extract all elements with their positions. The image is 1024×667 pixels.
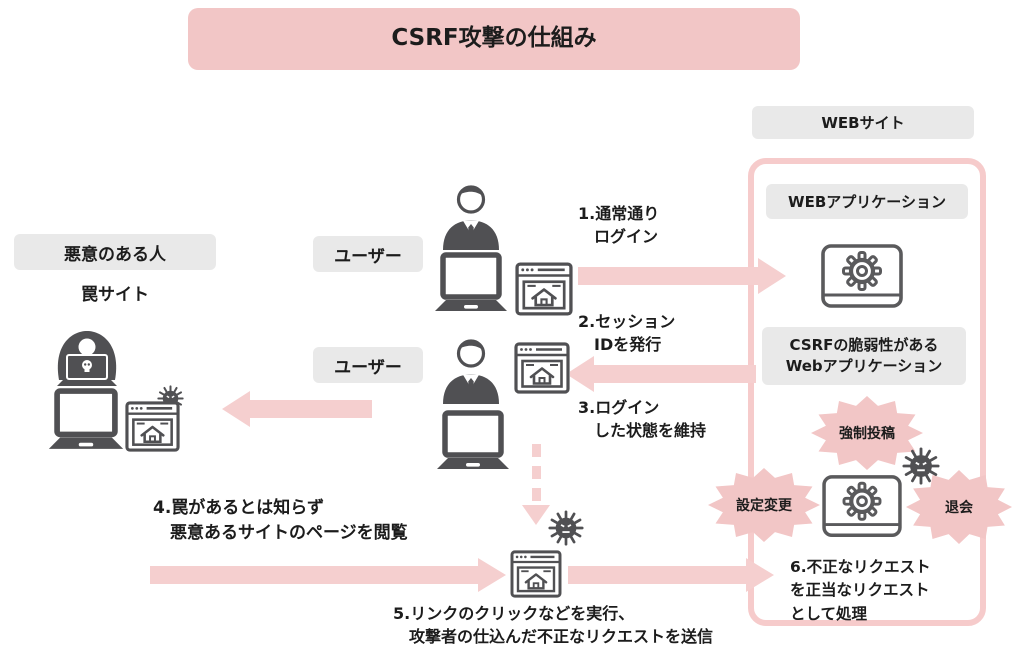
- website-label: WEBサイト: [752, 106, 974, 139]
- title-banner: CSRF攻撃の仕組み: [188, 8, 800, 70]
- user1-label: ユーザー: [313, 236, 423, 272]
- laptop-icon: [36, 388, 136, 452]
- laptop-gear-icon: [812, 243, 912, 317]
- arrow-step5-right: [150, 558, 506, 592]
- step3-text: 3.ログイン した状態を維持: [578, 398, 707, 441]
- arrow-step2-left: [566, 356, 756, 392]
- browser-icon: [510, 550, 562, 598]
- person-icon: [436, 182, 506, 250]
- person-icon: [436, 336, 506, 404]
- dashed-arrowhead-down: [522, 505, 550, 525]
- infected-browser-icon: [125, 385, 187, 457]
- step1-text: 1.通常通り ログイン: [578, 204, 660, 247]
- website-container: [748, 158, 986, 626]
- step5-text: 5.リンクのクリックなどを実行、 攻撃者の仕込んだ不正なリクエストを送信: [393, 604, 714, 647]
- web-application-label: WEBアプリケーション: [766, 184, 968, 219]
- dashed-session-line: [532, 444, 541, 506]
- virus-icon: [902, 447, 940, 485]
- laptop-icon: [430, 410, 516, 472]
- virus-icon: [548, 510, 584, 546]
- step4-text: 4.罠があるとは知らず 悪意あるサイトのページを閲覧: [153, 498, 408, 543]
- attacker-label: 悪意のある人: [14, 234, 216, 270]
- laptop-icon: [428, 252, 514, 314]
- step6-text: 6.不正なリクエスト を正当なリクエスト として処理: [790, 558, 931, 623]
- user2-label: ユーザー: [313, 347, 423, 383]
- arrow-step6-right: [568, 558, 774, 592]
- page-title: CSRF攻撃の仕組み: [391, 25, 597, 52]
- browser-icon: [514, 342, 570, 394]
- step2-text: 2.セッション IDを発行: [578, 312, 676, 355]
- hacker-icon: [45, 328, 129, 392]
- trap-site-label: 罠サイト: [81, 285, 149, 305]
- browser-icon: [515, 262, 573, 316]
- vulnerable-app-label: CSRFの脆弱性がある Webアプリケーション: [762, 327, 966, 385]
- browser-icon: [125, 398, 180, 455]
- laptop-gear-icon: [812, 474, 912, 546]
- arrow-to-trap-site-left: [222, 391, 372, 427]
